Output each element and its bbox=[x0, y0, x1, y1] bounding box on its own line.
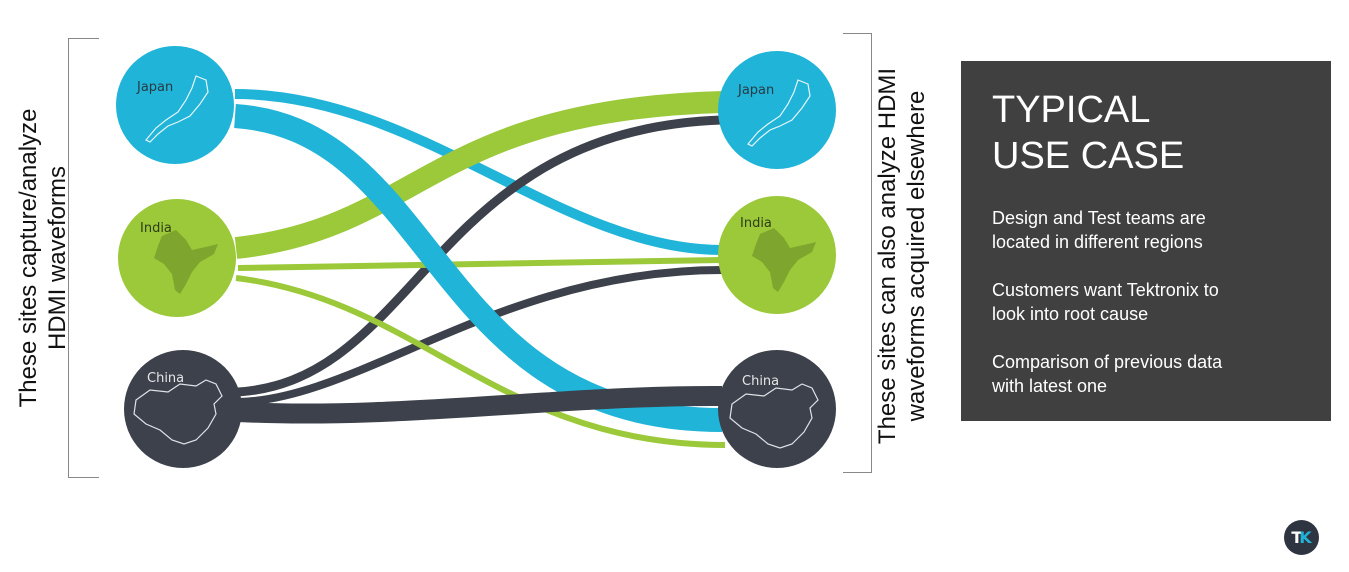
use-case-panel: TYPICAL USE CASE Design and Test teams a… bbox=[961, 61, 1331, 421]
india-map-icon bbox=[752, 228, 816, 292]
right-label-line-2: waveforms acquired elsewhere bbox=[903, 90, 930, 422]
flow-lines bbox=[234, 89, 726, 448]
india-map-icon bbox=[154, 230, 218, 294]
source-label-china: China bbox=[147, 371, 184, 386]
right-bracket bbox=[843, 33, 872, 473]
logo-letter-k: K bbox=[1299, 528, 1312, 547]
flow-china-to-india bbox=[237, 266, 723, 406]
target-label-india: India bbox=[740, 216, 772, 231]
china-map-icon bbox=[133, 379, 223, 445]
panel-item-teams: Design and Test teams are located in dif… bbox=[992, 208, 1206, 252]
source-node-china: China bbox=[124, 350, 242, 468]
target-label-china: China bbox=[742, 374, 779, 389]
left-label-line-1: These sites capture/analyze bbox=[15, 108, 42, 408]
left-label-line-2: HDMI waveforms bbox=[44, 165, 71, 351]
target-node-india: India bbox=[718, 196, 836, 314]
panel-title: TYPICAL USE CASE bbox=[992, 89, 1185, 177]
source-label-india: India bbox=[140, 221, 172, 236]
right-label-line-1: These sites can also analyze HDMI bbox=[874, 67, 901, 445]
left-bracket bbox=[68, 38, 99, 478]
target-node-japan: Japan bbox=[718, 51, 836, 169]
panel-item-comparison: Comparison of previous data with latest … bbox=[992, 352, 1223, 396]
flow-india-to-china bbox=[235, 275, 726, 448]
site-flow-diagram: Japan India China Japan India China bbox=[116, 46, 836, 468]
source-label-japan: Japan bbox=[136, 80, 173, 95]
right-side-label: These sites can also analyze HDMI wavefo… bbox=[873, 68, 931, 444]
flow-india-to-india bbox=[237, 257, 723, 271]
target-node-china: China bbox=[718, 350, 836, 468]
source-node-japan: Japan bbox=[116, 46, 234, 164]
source-node-india: India bbox=[118, 199, 236, 317]
japan-map-icon bbox=[747, 79, 811, 147]
panel-item-customers: Customers want Tektronix to look into ro… bbox=[992, 280, 1219, 324]
china-map-icon bbox=[729, 383, 819, 449]
flow-india-to-japan bbox=[234, 91, 723, 259]
japan-map-icon bbox=[145, 75, 209, 143]
target-label-japan: Japan bbox=[737, 83, 774, 98]
flow-china-to-china bbox=[237, 385, 723, 424]
flow-japan-to-india bbox=[234, 89, 723, 255]
left-side-label: These sites capture/analyze HDMI wavefor… bbox=[14, 109, 72, 408]
logo-letter-t: T bbox=[1291, 528, 1303, 547]
